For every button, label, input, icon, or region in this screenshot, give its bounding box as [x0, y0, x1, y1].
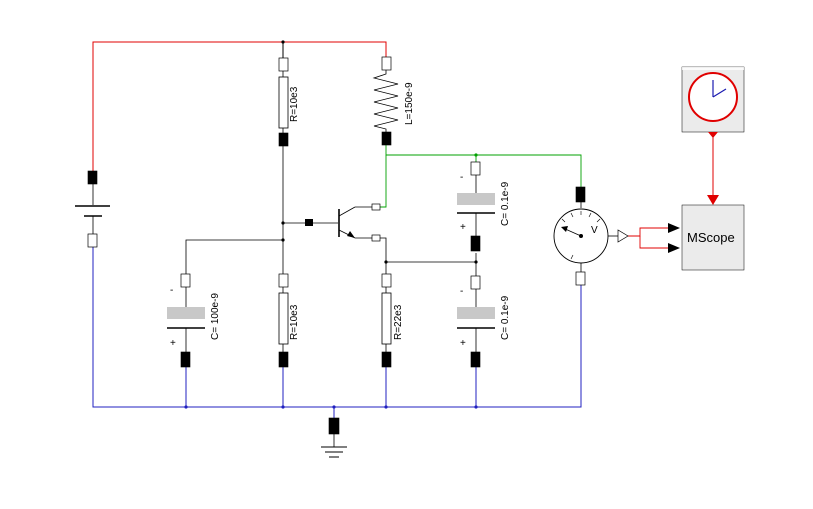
c-top-minus: -	[460, 172, 463, 183]
ground-bus-wire	[92, 247, 582, 418]
mscope-block[interactable]: MScope	[668, 204, 745, 271]
ground-junctions	[184, 405, 478, 409]
junction-dot	[474, 153, 478, 157]
supply-wire	[92, 41, 387, 178]
c-top-plus: +	[460, 222, 466, 233]
battery[interactable]	[75, 170, 110, 248]
capacitor-c-bottom[interactable]: - + C= 0.1e-9	[457, 275, 511, 368]
voltmeter-to-scope-wire	[628, 227, 668, 249]
resistor-emitter[interactable]: R=22e3	[381, 273, 404, 368]
capacitor-c-in[interactable]: - + C= 100e-9	[167, 273, 221, 368]
inductor-label: L=150e-9	[404, 82, 415, 125]
interior-junctions	[281, 221, 478, 264]
c-in-minus: -	[170, 285, 173, 296]
resistor-r2[interactable]: R=10e3	[278, 273, 300, 368]
c-bottom-minus: -	[460, 286, 463, 297]
inductor[interactable]: L=150e-9	[372, 56, 415, 146]
ground-symbol	[321, 417, 347, 458]
voltmeter-label: V	[591, 225, 598, 236]
mscope-label: MScope	[687, 230, 735, 245]
r2-label: R=10e3	[289, 304, 300, 340]
c-in-label: C= 100e-9	[210, 293, 221, 340]
clock-event-arrow	[707, 195, 719, 205]
c-in-plus: +	[170, 338, 176, 349]
c-bottom-plus: +	[460, 338, 466, 349]
c-top-label: C= 0.1e-9	[500, 181, 511, 226]
voltmeter[interactable]: V	[553, 186, 629, 286]
c-bottom-label: C= 0.1e-9	[500, 295, 511, 340]
capacitor-c-top[interactable]: - + C= 0.1e-9	[457, 161, 511, 252]
npn-transistor[interactable]	[305, 203, 381, 242]
resistor-r1[interactable]: R=10e3	[278, 57, 300, 147]
junction-dot	[281, 40, 285, 44]
clock-block[interactable]	[681, 66, 745, 138]
r-emitter-label: R=22e3	[393, 304, 404, 340]
clock-hand-hour	[712, 88, 727, 98]
r1-label: R=10e3	[289, 86, 300, 122]
base-network-wire	[185, 145, 477, 276]
